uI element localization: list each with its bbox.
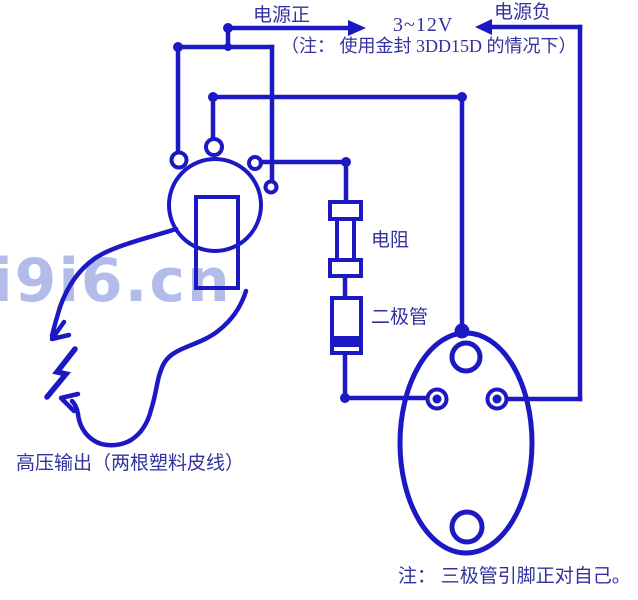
- usage-note-label: （注： 使用金封 3DD15D 的情况下）: [281, 36, 577, 56]
- negative-supply-wire: [475, 19, 583, 402]
- power-negative-label: 电源负: [494, 2, 552, 23]
- right-arrowhead-icon: [348, 20, 366, 36]
- resistor: [328, 200, 363, 278]
- resistor-top-cap: [328, 200, 363, 221]
- collector-junction-dot: [454, 323, 470, 339]
- resistor-body: [335, 217, 356, 262]
- coil-core-rect: [194, 195, 240, 290]
- power-positive-label: 电源正: [253, 5, 311, 26]
- watermark-text: i9i6.cn: [0, 246, 232, 316]
- resistor-bottom-cap: [328, 258, 363, 278]
- left-arrowhead-icon: [475, 19, 492, 35]
- coil-terminal-2: [204, 137, 224, 157]
- transistor-top-hole: [449, 340, 483, 374]
- hv-output-wires: [44, 226, 249, 448]
- coil-terminal-4: [263, 179, 279, 195]
- resistor-label: 电阻: [371, 230, 410, 251]
- footnote-label: 注： 三极管引脚正对自己。: [398, 566, 631, 587]
- collector-wire: [208, 92, 467, 330]
- voltage-label: 3~12V: [393, 14, 454, 36]
- coil-terminal-1: [169, 150, 189, 170]
- positive-supply-wire: [173, 20, 366, 185]
- transistor-outline: [397, 330, 535, 556]
- ignition-coil: [167, 137, 279, 290]
- hv-wire-a-arrowhead: [49, 319, 72, 342]
- transistor-bottom-hole: [449, 509, 485, 545]
- transistor-package: [397, 323, 535, 556]
- base-branch-wire: [258, 157, 430, 403]
- diode: [330, 296, 363, 355]
- hv-wire-a: [49, 226, 179, 339]
- diode-label: 二极管: [371, 307, 429, 328]
- hv-wire-b-arrowhead: [58, 391, 81, 414]
- coil-body-circle: [167, 157, 263, 253]
- diode-cathode-band: [333, 336, 360, 347]
- hv-output-label: 高压输出（两根塑料皮线）: [16, 453, 245, 474]
- spark-icon: [44, 346, 78, 400]
- hv-wire-b: [69, 288, 249, 448]
